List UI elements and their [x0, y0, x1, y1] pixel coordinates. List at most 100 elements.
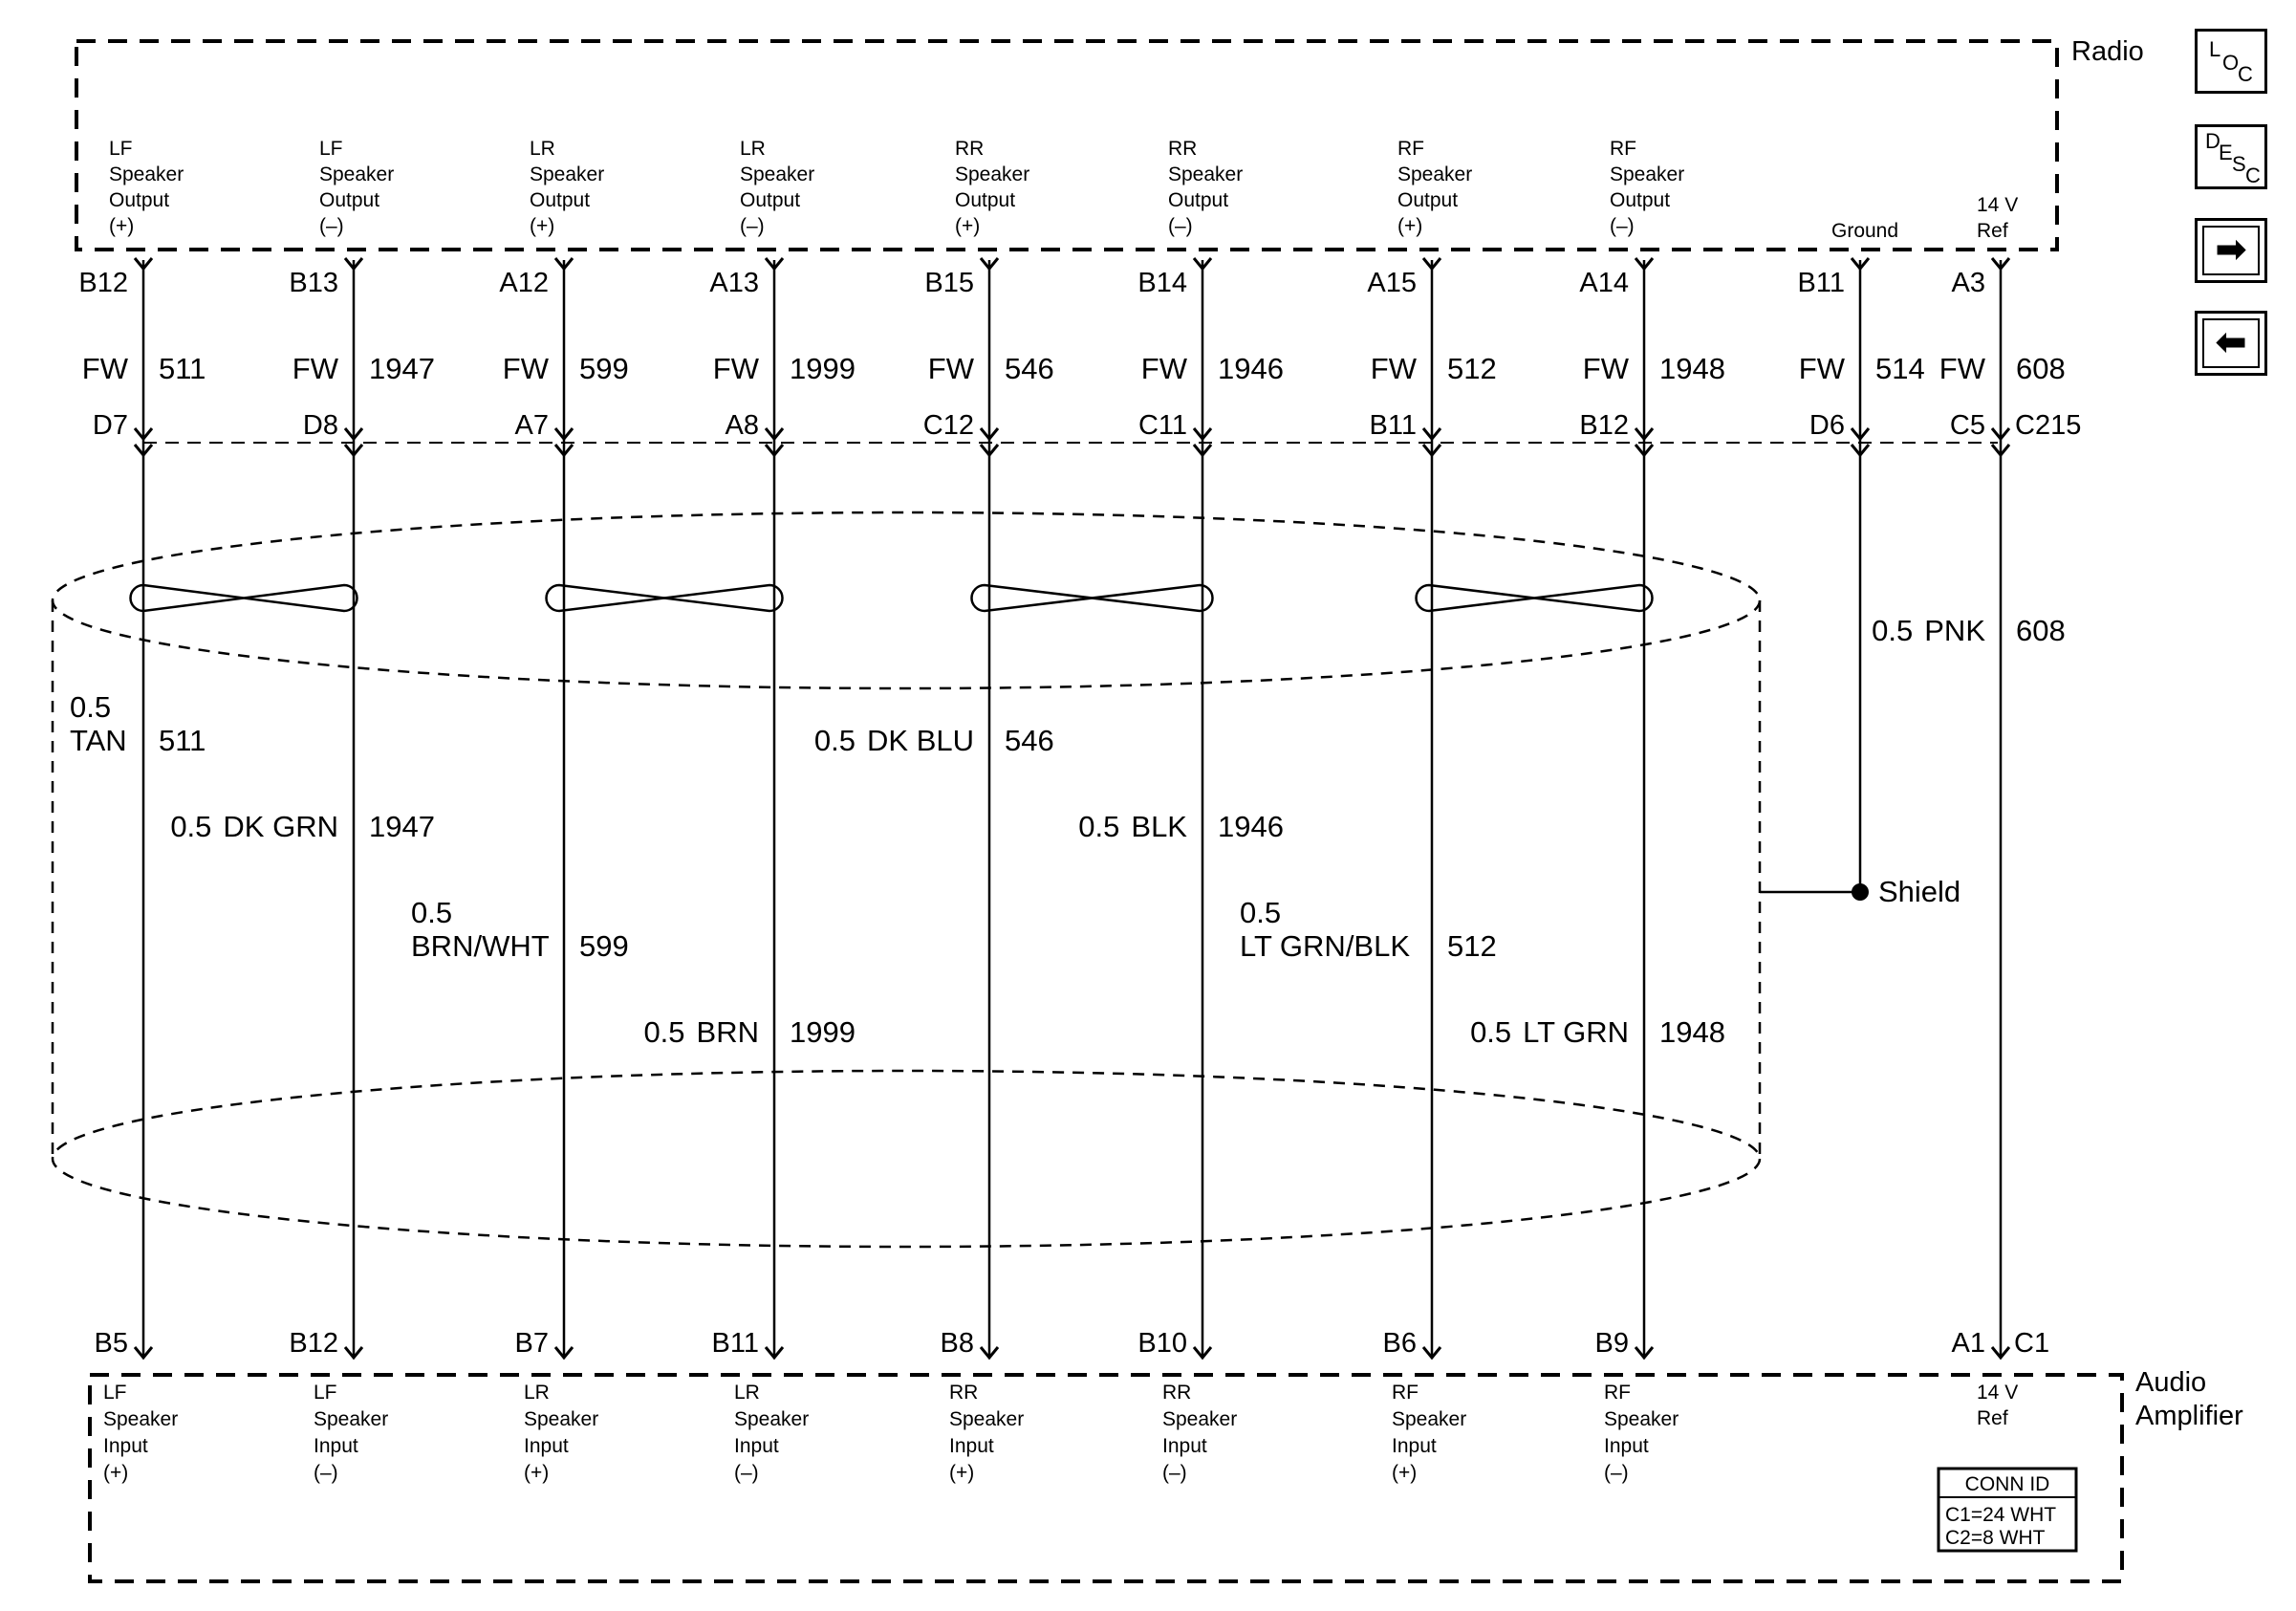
amp-pin-function-5-1: Speaker	[1162, 1408, 1237, 1430]
ref-label-line1: 14 V	[1977, 194, 2018, 216]
twisted-pair-rr	[970, 583, 1214, 613]
desc-s: S	[2232, 152, 2246, 176]
conn-id-title: CONN ID	[1965, 1473, 2050, 1495]
amp-pin-function-1-3: (–)	[314, 1462, 338, 1484]
shield-bottom-ellipse	[51, 1069, 1762, 1249]
amp-pin-3: B11	[712, 1328, 759, 1359]
radio-pin-function-3-2: Output	[740, 189, 800, 211]
radio-pin-function-4-2: Output	[955, 189, 1015, 211]
radio-pin-function-4-3: (+)	[955, 215, 980, 237]
radio-pin-function-4-0: RR	[955, 138, 984, 160]
wire-color-2: BRN/WHT	[411, 929, 550, 963]
location-button[interactable]: L O C	[2195, 29, 2267, 94]
amp-ref-label-line2: Ref	[1977, 1407, 2008, 1429]
fw-prefix-7: FW	[1583, 352, 1630, 385]
amp-pin-function-7-3: (–)	[1604, 1462, 1629, 1484]
amp-pin-function-2-1: Speaker	[524, 1408, 598, 1430]
c215-pin-6: B11	[1370, 410, 1417, 441]
conn-id-line1: C1=24 WHT	[1945, 1504, 2056, 1526]
wire-circuit-3: 1999	[790, 1015, 856, 1049]
next-button-frame	[2202, 226, 2260, 275]
radio-label: Radio	[2071, 36, 2144, 67]
wire-circuit-0: 511	[159, 724, 206, 757]
previous-page-button[interactable]: ⬅	[2195, 311, 2267, 376]
amp-label-line2: Amplifier	[2135, 1401, 2243, 1431]
fw-prefix-9: FW	[1939, 352, 1986, 385]
radio-pin-function-1-1: Speaker	[319, 163, 394, 185]
radio-pin-function-7-3: (–)	[1610, 215, 1635, 237]
fw-prefix-0: FW	[82, 352, 129, 385]
fw-prefix-3: FW	[713, 352, 760, 385]
fw-circuit-3: 1999	[790, 352, 856, 385]
amp-pin-function-6-0: RF	[1392, 1382, 1419, 1404]
right-arrow-icon: ➡	[2215, 228, 2247, 272]
amp-pin-function-5-3: (–)	[1162, 1462, 1187, 1484]
ground-label: Ground	[1831, 220, 1898, 242]
amp-pin-function-7-0: RF	[1604, 1382, 1631, 1404]
radio-pin-function-0-3: (+)	[109, 215, 134, 237]
radio-pin-2: A12	[499, 268, 549, 298]
amp-pin-function-7-2: Input	[1604, 1435, 1649, 1457]
loc-l: L	[2209, 37, 2221, 61]
amp-pin-function-2-2: Input	[524, 1435, 569, 1457]
radio-box	[75, 39, 2059, 251]
amp-pin-function-4-1: Speaker	[949, 1408, 1024, 1430]
c215-pin-7: B12	[1579, 410, 1629, 441]
amp-pin-function-0-3: (+)	[103, 1462, 128, 1484]
amp-pin-function-4-3: (+)	[949, 1462, 974, 1484]
radio-pin-function-1-3: (–)	[319, 215, 344, 237]
wire-color-7: LT GRN	[1523, 1015, 1629, 1049]
fw-circuit-8: 514	[1875, 352, 1925, 385]
wire-circuit-2: 599	[579, 929, 629, 963]
description-button[interactable]: D E S C	[2195, 124, 2267, 189]
wire-color-9: PNK	[1924, 614, 1985, 647]
radio-pin-function-1-0: LF	[319, 138, 343, 160]
c215-pin-5: C11	[1138, 410, 1187, 441]
radio-pin-function-5-1: Speaker	[1168, 163, 1243, 185]
radio-pin-6: A15	[1367, 268, 1417, 298]
amp-pin-function-0-1: Speaker	[103, 1408, 178, 1430]
c215-pin-2: A7	[515, 410, 549, 441]
next-page-button[interactable]: ➡	[2195, 218, 2267, 283]
fw-circuit-9: 608	[2016, 352, 2066, 385]
c215-pin-1: D8	[303, 410, 338, 441]
amp-pin-function-4-0: RR	[949, 1382, 978, 1404]
wire-circuit-9: 608	[2016, 614, 2066, 647]
wire-circuit-6: 512	[1447, 929, 1497, 963]
wire-color-6: LT GRN/BLK	[1240, 929, 1410, 963]
shield-label: Shield	[1878, 875, 1960, 908]
radio-pin-function-2-3: (+)	[530, 215, 554, 237]
wire-size-3: 0.5	[643, 1015, 684, 1049]
amp-pin-7: B9	[1595, 1328, 1629, 1359]
radio-pin-function-3-3: (–)	[740, 215, 765, 237]
fw-circuit-4: 546	[1005, 352, 1054, 385]
c215-pin-8: D6	[1809, 410, 1845, 441]
radio-pin-1: B13	[289, 268, 338, 298]
amp-conn-label: C1	[2014, 1328, 2049, 1359]
fw-prefix-4: FW	[928, 352, 975, 385]
wire-color-4: DK BLU	[867, 724, 974, 757]
fw-prefix-8: FW	[1799, 352, 1846, 385]
conn-id-line2: C2=8 WHT	[1945, 1527, 2046, 1549]
amp-pin-function-5-0: RR	[1162, 1382, 1191, 1404]
amp-pin-function-4-2: Input	[949, 1435, 994, 1457]
radio-pin-function-2-1: Speaker	[530, 163, 604, 185]
fw-circuit-5: 1946	[1218, 352, 1284, 385]
radio-pin-function-3-1: Speaker	[740, 163, 814, 185]
radio-pin-3: A13	[709, 268, 759, 298]
wire-circuit-7: 1948	[1659, 1015, 1725, 1049]
amp-ref-label-line1: 14 V	[1977, 1382, 2018, 1404]
amp-pin-function-1-1: Speaker	[314, 1408, 388, 1430]
wire-size-1: 0.5	[170, 810, 211, 843]
amp-pin-function-7-1: Speaker	[1604, 1408, 1679, 1430]
amp-pin-function-3-0: LR	[734, 1382, 760, 1404]
amp-pin-function-3-2: Input	[734, 1435, 779, 1457]
radio-pin-8: B11	[1798, 268, 1845, 298]
amp-pin-function-5-2: Input	[1162, 1435, 1207, 1457]
radio-pin-function-7-2: Output	[1610, 189, 1670, 211]
radio-pin-4: B15	[924, 268, 974, 298]
amp-pin-function-1-0: LF	[314, 1382, 337, 1404]
amp-pin-function-2-3: (+)	[524, 1462, 549, 1484]
radio-pin-function-3-0: LR	[740, 138, 766, 160]
